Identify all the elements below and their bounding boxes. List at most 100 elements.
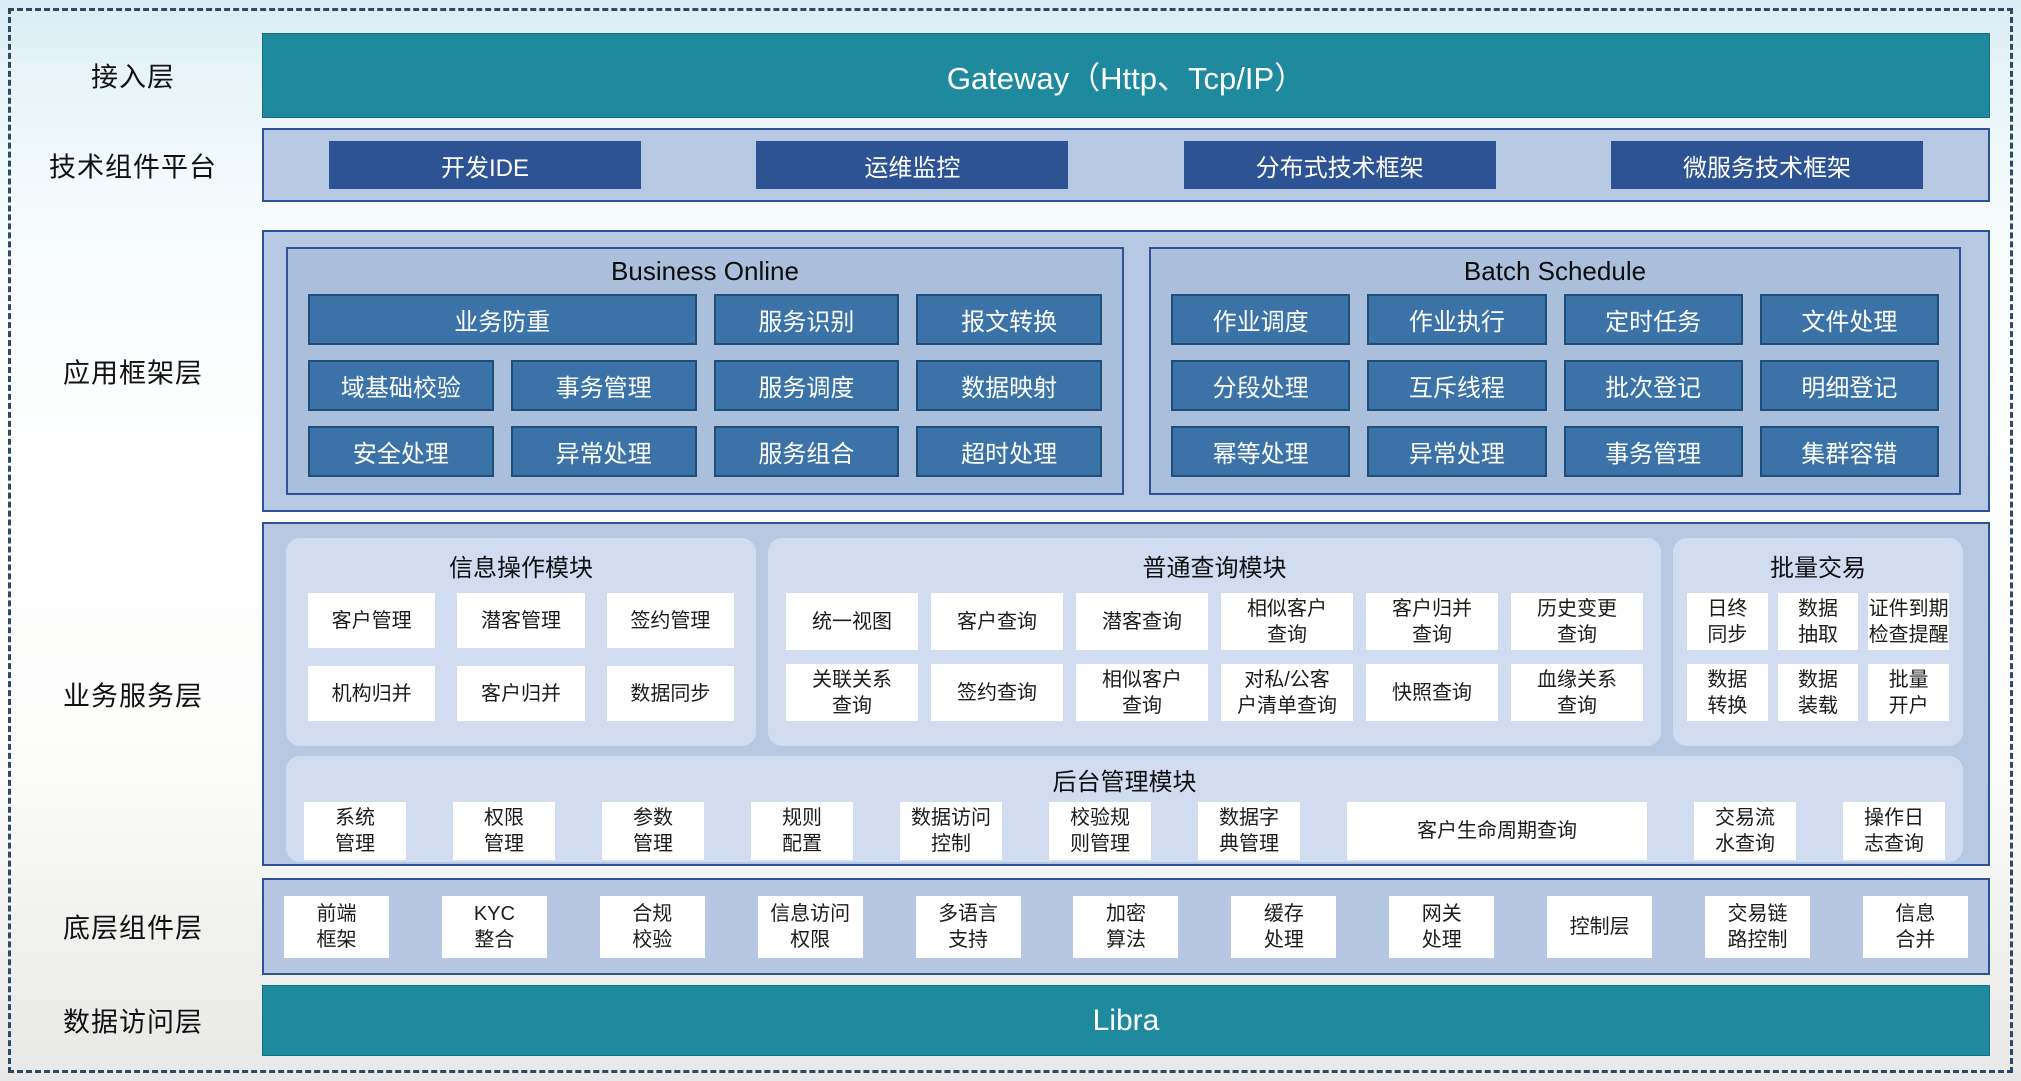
tech-platform-item: 开发IDE	[329, 141, 641, 189]
framework-item: 互斥线程	[1367, 360, 1547, 411]
admin-module-row: 系统 管理 权限 管理 参数 管理 规则 配置 数据访问 控制 校验规 则管理 …	[286, 799, 1963, 862]
admin-item: 操作日 志查询	[1843, 801, 1945, 860]
service-item: 关联关系 查询	[786, 664, 918, 721]
tech-platform-item: 运维监控	[756, 141, 1069, 189]
service-item: 签约查询	[931, 664, 1063, 721]
framework-item: 定时任务	[1563, 294, 1743, 345]
framework-item: 报文转换	[916, 294, 1102, 345]
framework-item: 幂等处理	[1171, 426, 1351, 477]
app-framework-panel: Business Online 业务防重 服务识别 报文转换	[262, 230, 1990, 512]
service-item: 统一视图	[786, 593, 918, 650]
admin-item: 规则 配置	[751, 801, 853, 860]
base-component-item: 信息 合并	[1862, 895, 1968, 958]
framework-item: 服务组合	[713, 426, 900, 477]
framework-item: 服务识别	[713, 294, 900, 345]
framework-item-label: 报文转换	[961, 309, 1058, 336]
framework-item-label: 分段处理	[1212, 375, 1309, 402]
service-item: 客户归并 查询	[1366, 593, 1498, 650]
admin-module: 后台管理模块 系统 管理 权限 管理 参数 管理 规则 配置 数据访问 控制 校…	[286, 756, 1963, 862]
business-online-group: Business Online 业务防重 服务识别 报文转换	[286, 247, 1124, 495]
data-access-bar: Libra	[262, 985, 1990, 1056]
framework-item: 异常处理	[1367, 426, 1547, 477]
common-query-grid: 统一视图 客户查询 潜客查询 相似客户 查询 客户归并 查询 历史变更 查询 关…	[768, 587, 1661, 746]
business-online-title: Business Online	[611, 256, 799, 286]
framework-item-label: 事务管理	[555, 375, 652, 402]
framework-item: 分段处理	[1171, 360, 1351, 411]
framework-item-label: 异常处理	[1408, 441, 1505, 468]
service-item: 客户管理	[308, 593, 436, 648]
service-item: 相似客户 查询	[1221, 593, 1353, 650]
framework-item: 事务管理	[1563, 426, 1743, 477]
framework-item: 异常处理	[510, 426, 697, 477]
tech-platform-bar: 开发IDE 运维监控 分布式技术框架 微服务技术框架	[262, 128, 1990, 202]
framework-item: 业务防重	[308, 294, 697, 345]
admin-item: 参数 管理	[602, 801, 704, 860]
service-item: 历史变更 查询	[1511, 593, 1643, 650]
gateway-title: Gateway（Http、Tcp/IP）	[946, 61, 1306, 96]
info-operation-module: 信息操作模块 客户管理 潜客管理 签约管理 机构归并 客户归并 数据同步	[286, 538, 756, 746]
info-operation-grid: 客户管理 潜客管理 签约管理 机构归并 客户归并 数据同步	[286, 587, 756, 746]
framework-item-label: 集群容错	[1801, 441, 1898, 468]
batch-schedule-title: Batch Schedule	[1463, 256, 1647, 286]
base-component-item: 多语言 支持	[915, 895, 1021, 958]
framework-item-label: 事务管理	[1605, 441, 1702, 468]
business-online-grid: 业务防重 服务识别 报文转换 域基础校验 事务管理	[288, 290, 1122, 493]
base-components-panel: 前端 框架 KYC 整合 合规 校验 信息访问 权限 多语言 支持 加密 算法 …	[262, 878, 1990, 975]
framework-item-label: 批次登记	[1605, 375, 1702, 402]
admin-item: 客户生命周期查询	[1347, 801, 1647, 860]
framework-item-label: 异常处理	[555, 441, 652, 468]
framework-item: 文件处理	[1759, 294, 1939, 345]
framework-item: 事务管理	[510, 360, 697, 411]
service-item: 数据 装载	[1777, 664, 1859, 721]
layer-label-data-access: 数据访问层	[63, 1007, 203, 1038]
service-item: 批量 开户	[1868, 664, 1949, 721]
framework-item-label: 服务组合	[758, 441, 855, 468]
framework-item-label: 数据映射	[961, 375, 1058, 402]
base-component-item: 前端 框架	[284, 895, 389, 958]
base-component-item: 加密 算法	[1073, 895, 1179, 958]
framework-item: 超时处理	[916, 426, 1102, 477]
framework-item-label: 幂等处理	[1212, 441, 1309, 468]
admin-item: 数据字 典管理	[1198, 801, 1300, 860]
service-item: 相似客户 查询	[1076, 664, 1208, 721]
admin-item: 系统 管理	[304, 801, 406, 860]
service-item: 数据同步	[606, 666, 734, 721]
framework-item: 安全处理	[308, 426, 494, 477]
tech-platform-item-label: 运维监控	[864, 154, 961, 182]
data-access-title: Libra	[1092, 1003, 1160, 1037]
layer-label-app-framework: 应用框架层	[63, 358, 203, 389]
base-component-item: 合规 校验	[599, 895, 705, 958]
framework-item-label: 域基础校验	[340, 375, 461, 402]
framework-item: 批次登记	[1563, 360, 1743, 411]
base-component-item: 缓存 处理	[1231, 895, 1337, 958]
service-item: 签约管理	[606, 593, 734, 648]
layer-label-business-service: 业务服务层	[63, 681, 203, 712]
common-query-module: 普通查询模块 统一视图 客户查询 潜客查询 相似客户 查询 客户归并 查询 历史…	[768, 538, 1661, 746]
service-item: 血缘关系 查询	[1511, 664, 1643, 721]
framework-item-label: 文件处理	[1801, 309, 1898, 336]
service-item: 机构归并	[308, 666, 436, 721]
admin-item: 数据访问 控制	[900, 801, 1002, 860]
framework-item: 集群容错	[1759, 426, 1939, 477]
framework-item-label: 定时任务	[1605, 309, 1702, 336]
service-item: 客户查询	[931, 593, 1063, 650]
base-component-item: 控制层	[1547, 895, 1653, 958]
service-item: 数据 抽取	[1777, 593, 1859, 650]
batch-trade-module: 批量交易 日终 同步 数据 抽取 证件到期 检查提醒 数据 转换 数据 装载 批…	[1673, 538, 1963, 746]
tech-platform-item-label: 开发IDE	[440, 154, 529, 182]
service-item: 客户归并	[457, 666, 585, 721]
framework-item-label: 服务识别	[758, 309, 855, 336]
base-component-item: 交易链 路控制	[1705, 895, 1811, 958]
admin-module-title: 后台管理模块	[1052, 769, 1197, 796]
base-component-item: 网关 处理	[1389, 895, 1495, 958]
batch-trade-title: 批量交易	[1770, 555, 1866, 582]
gateway-bar: Gateway（Http、Tcp/IP）	[262, 33, 1990, 118]
framework-item-label: 业务防重	[454, 309, 551, 336]
layer-label-base-components: 底层组件层	[63, 913, 203, 944]
tech-platform-item-label: 微服务技术框架	[1682, 154, 1851, 182]
framework-item-label: 互斥线程	[1408, 375, 1505, 402]
admin-item: 校验规 则管理	[1049, 801, 1151, 860]
base-component-item: KYC 整合	[441, 895, 547, 958]
admin-item: 交易流 水查询	[1694, 801, 1796, 860]
